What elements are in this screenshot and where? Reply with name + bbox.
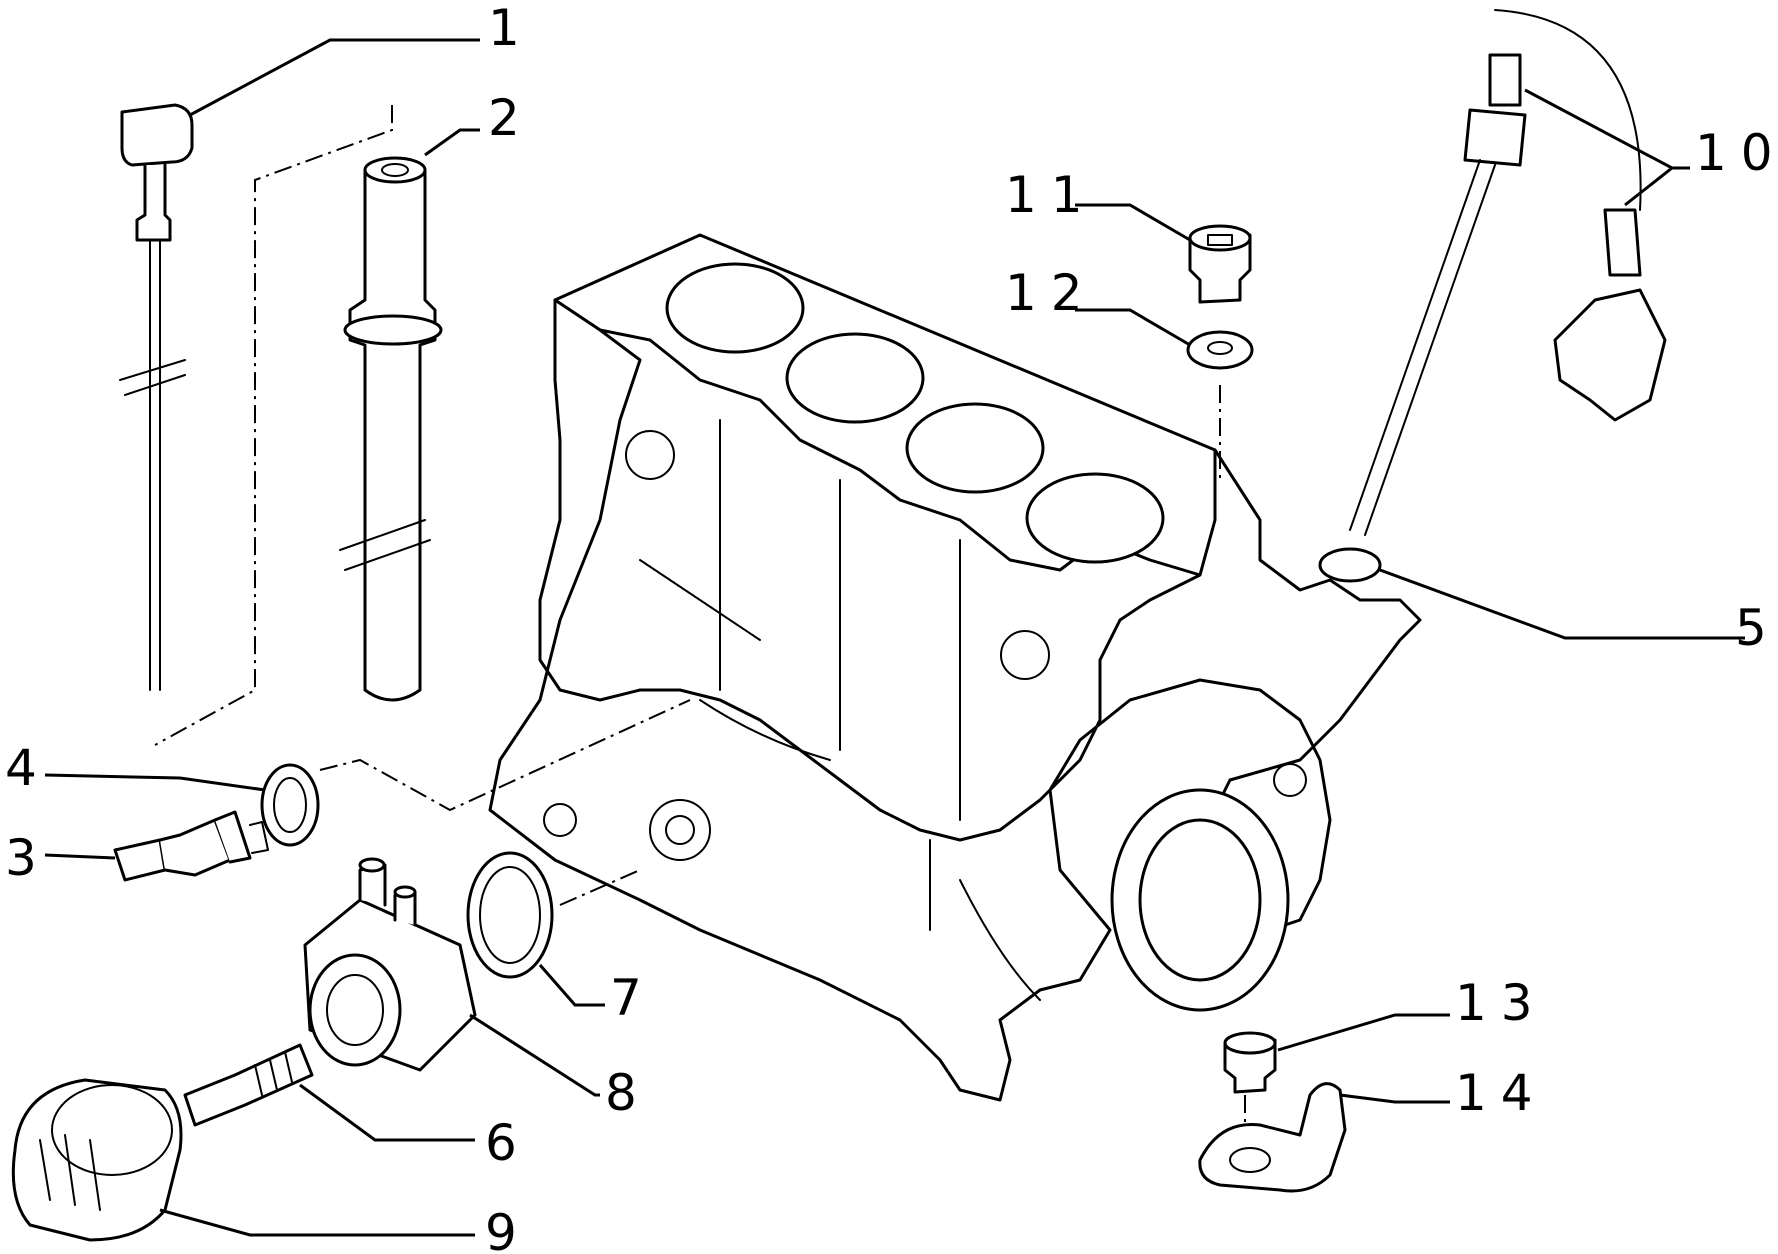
oil-cooler	[303, 857, 477, 1072]
leader-lines	[44, 38, 1745, 1237]
oil-filter	[11, 1078, 183, 1242]
mounting-bracket	[1198, 1082, 1347, 1193]
cylinder-bore-1	[665, 262, 805, 354]
leader-1	[189, 38, 480, 117]
leader-7	[538, 964, 605, 1007]
assembly-line-dipstick	[154, 105, 393, 746]
leader-10b	[1624, 166, 1690, 207]
dipstick	[119, 103, 194, 691]
cylinder-bore-2	[785, 332, 925, 424]
assembly-line-sensor	[319, 699, 691, 812]
leader-14	[1339, 1093, 1450, 1104]
engine-block	[488, 233, 1422, 1102]
callout-9: 9	[485, 1204, 531, 1254]
sensor-washer	[1318, 547, 1382, 583]
callout-8: 8	[605, 1064, 651, 1122]
callout-14: 14	[1455, 1064, 1547, 1122]
callout-13: 13	[1455, 974, 1547, 1032]
callout-6: 6	[485, 1114, 531, 1172]
callout-labels: 1 2 3 4 5 6 7 8 9 10 11 12 13 14	[5, 0, 1778, 1254]
leader-8	[469, 1013, 600, 1097]
callout-1: 1	[488, 0, 534, 57]
callout-5: 5	[1735, 599, 1778, 657]
drain-plug	[1223, 1031, 1277, 1094]
callout-11: 11	[1005, 166, 1097, 224]
oil-pressure-sensor	[113, 810, 269, 882]
callout-7: 7	[610, 969, 656, 1027]
cooler-o-ring	[466, 851, 554, 979]
callout-4: 4	[5, 739, 51, 797]
plug-washer	[1186, 330, 1254, 370]
leader-13	[1277, 1013, 1450, 1052]
callout-2: 2	[488, 89, 534, 147]
leader-9	[159, 1208, 475, 1237]
temperature-sensor	[1349, 9, 1667, 536]
leader-11	[1075, 203, 1191, 242]
dipstick-tube	[339, 156, 443, 702]
assembly-line-cooler	[559, 869, 641, 906]
sealing-washer	[260, 763, 320, 847]
leader-5	[1379, 568, 1745, 640]
leader-3	[44, 853, 116, 860]
leader-12	[1075, 308, 1191, 347]
leader-4	[44, 773, 266, 792]
callout-12: 12	[1005, 264, 1097, 322]
oil-gallery-plug	[1188, 224, 1252, 304]
cylinder-bore-4	[1025, 472, 1165, 564]
leader-2	[424, 128, 480, 157]
cylinder-bore-3	[905, 402, 1045, 494]
leader-10a	[1524, 88, 1690, 170]
callout-3: 3	[5, 829, 51, 887]
leader-6	[299, 1083, 475, 1142]
union-bolt	[183, 1043, 314, 1127]
callout-10: 10	[1695, 124, 1778, 182]
